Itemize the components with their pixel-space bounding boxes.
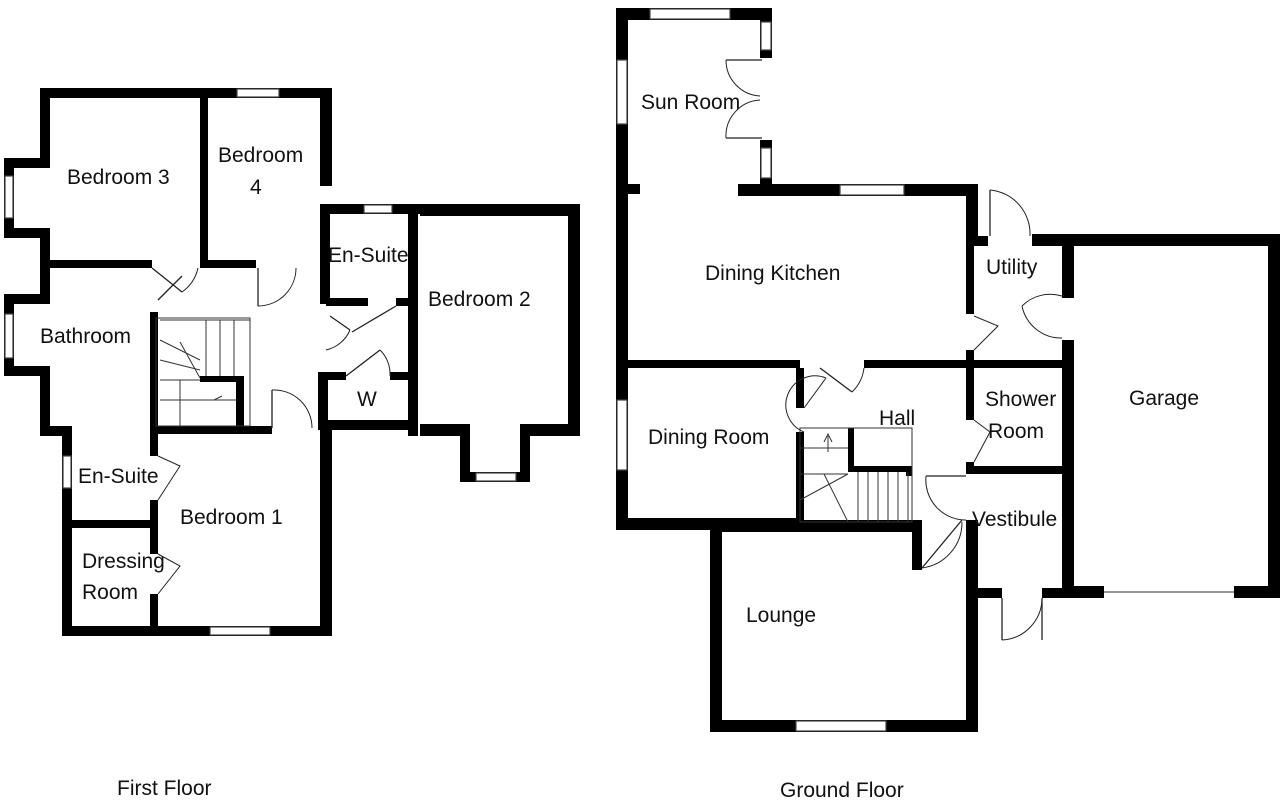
sun-room-label: Sun Room bbox=[641, 91, 740, 114]
ground-floor-labels: Sun Room Dining Kitchen Utility Garage D… bbox=[641, 91, 1199, 627]
ground-floor-doors bbox=[725, 59, 1063, 641]
vestibule-label: Vestibule bbox=[972, 508, 1057, 531]
bedroom-1-label: Bedroom 1 bbox=[180, 506, 283, 529]
lounge-label: Lounge bbox=[746, 604, 816, 627]
dressing-room-label-line1: Dressing bbox=[82, 550, 165, 573]
ensuite-upper-label: En-Suite bbox=[328, 244, 409, 267]
dining-room-label: Dining Room bbox=[648, 426, 769, 449]
utility-label: Utility bbox=[986, 256, 1038, 279]
first-floor-plan: Bedroom 3 Bedroom 4 En-Suite Bedroom 2 B… bbox=[4, 88, 580, 800]
shower-room-label-line1: Shower bbox=[985, 388, 1056, 411]
dining-kitchen-label: Dining Kitchen bbox=[705, 262, 840, 285]
bedroom-3-label: Bedroom 3 bbox=[67, 166, 170, 189]
ground-floor-plan: Sun Room Dining Kitchen Utility Garage D… bbox=[616, 8, 1280, 802]
ensuite-lower-label: En-Suite bbox=[78, 465, 159, 488]
first-floor-staircase bbox=[155, 317, 251, 427]
ground-floor-walls bbox=[616, 8, 1280, 732]
shower-room-label-line2: Room bbox=[988, 420, 1044, 443]
first-floor-caption: First Floor bbox=[117, 777, 212, 800]
bedroom-2-label: Bedroom 2 bbox=[428, 288, 531, 311]
bedroom-4-label-line1: Bedroom bbox=[218, 144, 303, 167]
first-floor-doors bbox=[151, 267, 397, 595]
ground-floor-windows bbox=[616, 8, 1234, 732]
first-floor-labels: Bedroom 3 Bedroom 4 En-Suite Bedroom 2 B… bbox=[40, 144, 531, 604]
wc-label: W bbox=[357, 388, 377, 411]
ground-floor-caption: Ground Floor bbox=[780, 779, 904, 802]
bathroom-label: Bathroom bbox=[40, 325, 131, 348]
first-floor-windows bbox=[4, 88, 517, 636]
ground-floor-staircase bbox=[799, 427, 913, 523]
dressing-room-label-line2: Room bbox=[82, 581, 138, 604]
garage-label: Garage bbox=[1129, 387, 1199, 410]
hall-label: Hall bbox=[879, 407, 915, 430]
bedroom-4-label-line2: 4 bbox=[250, 176, 262, 199]
